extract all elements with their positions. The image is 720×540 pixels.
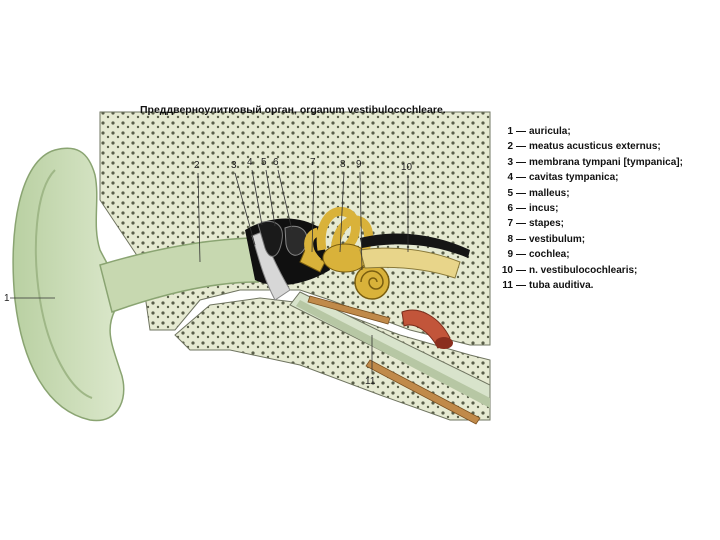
legend-item: 6—incus; — [500, 201, 683, 216]
legend-item: 4—cavitas tympanica; — [500, 170, 683, 185]
legend-dash: — — [513, 263, 529, 278]
legend-number: 3 — [500, 155, 513, 170]
legend-text: vestibulum; — [529, 232, 585, 247]
legend-number: 10 — [500, 263, 513, 278]
legend-item: 9—cochlea; — [500, 247, 683, 262]
legend-dash: — — [513, 278, 529, 293]
callout-5: 5 — [261, 157, 267, 168]
legend-number: 4 — [500, 170, 513, 185]
callout-6: 6 — [273, 157, 279, 168]
callout-1: 1 — [4, 293, 10, 304]
vestibulum-body — [323, 244, 367, 272]
legend-text: malleus; — [529, 186, 570, 201]
legend-text: n. vestibulocochlearis; — [529, 263, 637, 278]
legend-text: stapes; — [529, 216, 564, 231]
legend-text: incus; — [529, 201, 558, 216]
legend-number: 11 — [500, 278, 513, 293]
callout-7: 7 — [310, 157, 316, 168]
callout-10: 10 — [401, 162, 413, 173]
legend-dash: — — [513, 232, 529, 247]
legend-dash: — — [513, 124, 529, 139]
legend-dash: — — [513, 247, 529, 262]
callout-8: 8 — [340, 159, 346, 170]
legend-item: 11—tuba auditiva. — [500, 278, 683, 293]
callout-3: 3 — [231, 160, 237, 171]
callout-9: 9 — [356, 159, 362, 170]
legend-text: auricula; — [529, 124, 571, 139]
a-carotis-lumen — [435, 337, 453, 349]
legend-dash: — — [513, 216, 529, 231]
legend-number: 1 — [500, 124, 513, 139]
legend-text: cochlea; — [529, 247, 570, 262]
legend-number: 2 — [500, 139, 513, 154]
legend-text: membrana tympani [tympanica]; — [529, 155, 683, 170]
legend: 1—auricula;2—meatus acusticus externus;3… — [500, 124, 683, 293]
legend-item: 5—malleus; — [500, 186, 683, 201]
legend-text: tuba auditiva. — [529, 278, 593, 293]
legend-dash: — — [513, 170, 529, 185]
legend-dash: — — [513, 201, 529, 216]
legend-number: 7 — [500, 216, 513, 231]
legend-item: 10—n. vestibulocochlearis; — [500, 263, 683, 278]
callout-11: 11 — [365, 376, 376, 387]
legend-item: 2—meatus acusticus externus; — [500, 139, 683, 154]
legend-number: 6 — [500, 201, 513, 216]
legend-item: 8—vestibulum; — [500, 232, 683, 247]
legend-number: 9 — [500, 247, 513, 262]
legend-number: 5 — [500, 186, 513, 201]
legend-dash: — — [513, 186, 529, 201]
cochlea — [355, 265, 389, 299]
legend-number: 8 — [500, 232, 513, 247]
diagram-title: Преддверноулитковый орган, organum vesti… — [140, 104, 446, 116]
legend-dash: — — [513, 139, 529, 154]
legend-text: meatus acusticus externus; — [529, 139, 661, 154]
callout-4: 4 — [247, 157, 253, 168]
callout-2: 2 — [194, 160, 200, 171]
legend-item: 7—stapes; — [500, 216, 683, 231]
legend-item: 1—auricula; — [500, 124, 683, 139]
legend-item: 3—membrana tympani [tympanica]; — [500, 155, 683, 170]
legend-dash: — — [513, 155, 529, 170]
legend-text: cavitas tympanica; — [529, 170, 619, 185]
